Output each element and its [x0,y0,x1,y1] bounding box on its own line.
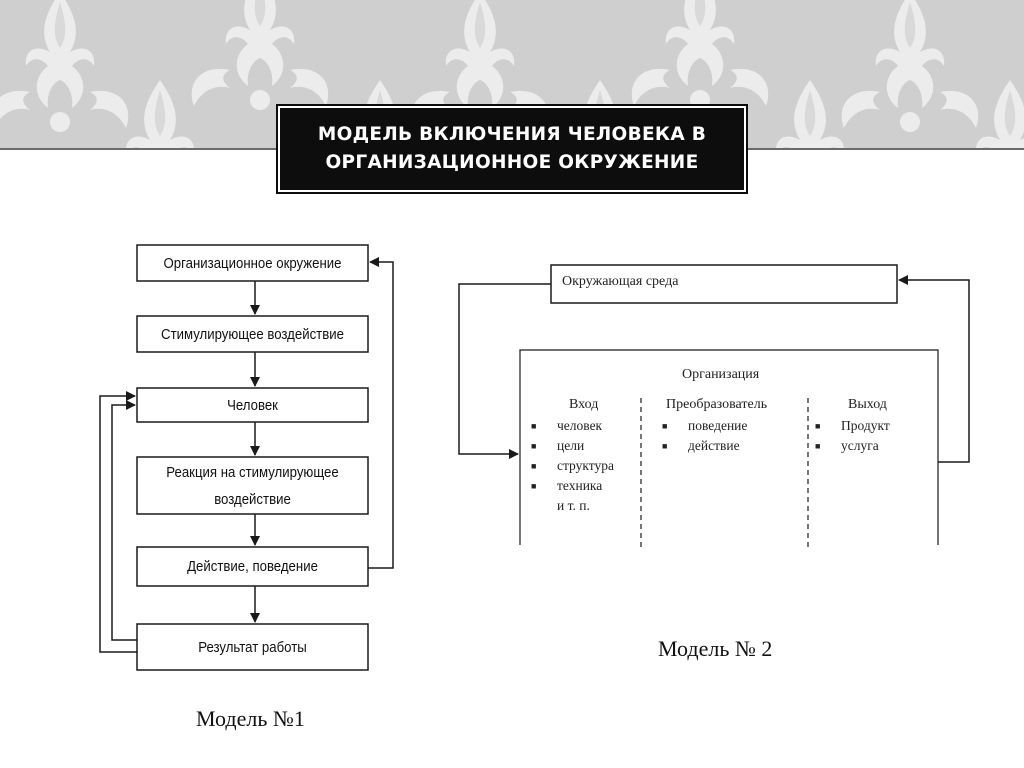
bullet-icon: ■ [531,441,537,451]
m1-box-organizational-environment [136,244,369,282]
m2-header-transformer: Преобразователь [666,397,768,412]
m1-box-stimulating-influence [136,315,369,353]
bullet-icon: ■ [531,461,537,471]
list-item: ■цели [531,436,614,456]
m1-label-work-result: Результат работы [198,638,307,656]
list-item: ■поведение [662,416,747,436]
m1-label-reaction: Реакция на стимулирующее воздействие [166,463,339,508]
slide-title: МОДЕЛЬ ВКЛЮЧЕНИЯ ЧЕЛОВЕКА В ОРГАНИЗАЦИОН… [317,124,707,173]
m1-box-work-result [136,623,369,671]
m2-label-environment: Окружающая среда [562,274,679,289]
m2-header-output: Выход [848,397,887,412]
m1-box-reaction [136,456,369,515]
m1-label-organizational-environment: Организационное окружение [163,254,342,272]
m2-header-input: Вход [569,397,599,412]
m2-arrow-environment-to-input [458,283,551,459]
list-item: и т. п. [557,498,590,513]
m1-label-person: Человек [227,396,278,414]
m1-box-action-behavior [136,546,369,587]
list-item: ■Продукт [815,416,890,436]
list-item: ■услуга [815,436,890,456]
m1-box-person [136,387,369,423]
list-item: ■структура [531,456,614,476]
model1-caption: Модель №1 [196,706,305,731]
list-item: ■человек [531,416,614,436]
m2-label-organization: Организация [682,367,760,382]
m1-feedback-action-to-environment [368,257,394,569]
model2-caption: Модель № 2 [658,636,773,661]
bullet-icon: ■ [531,481,537,491]
list-item: ■действие [662,436,747,456]
title-box: МОДЕЛЬ ВКЛЮЧЕНИЯ ЧЕЛОВЕКА В ОРГАНИЗАЦИОН… [276,104,748,194]
m2-box-environment [550,264,898,304]
list-item: ■техника [531,476,614,496]
m2-list-transformer: ■поведение ■действие [662,416,747,456]
bullet-icon: ■ [662,421,668,431]
m2-list-output: ■Продукт ■услуга [815,416,890,456]
m2-list-input: ■человек ■цели ■структура ■техника и т. … [531,416,614,516]
m1-label-action-behavior: Действие, поведение [187,558,318,575]
m1-feedback-result-to-person-inner [111,400,137,641]
m1-label-stimulating-influence: Стимулирующее воздействие [161,325,344,343]
m1-feedback-result-to-person-outer [99,391,137,653]
m2-arrow-output-to-environment [898,275,970,463]
bullet-icon: ■ [531,421,537,431]
m2-org-frame [519,349,939,545]
bullet-icon: ■ [815,421,821,431]
bullet-icon: ■ [662,441,668,451]
bullet-icon: ■ [815,441,821,451]
